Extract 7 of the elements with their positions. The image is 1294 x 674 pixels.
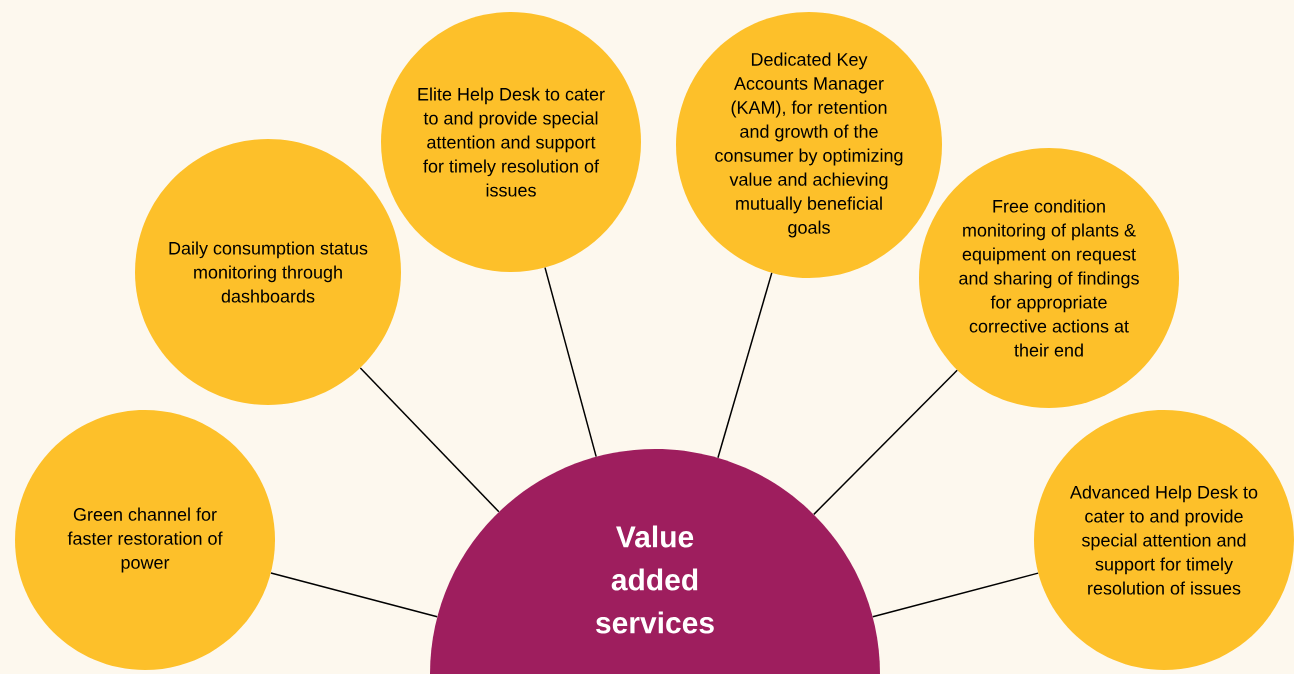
connector-line	[270, 572, 438, 618]
connector-line	[359, 367, 500, 513]
connector-line	[717, 272, 773, 459]
connector-line	[544, 266, 597, 458]
connector-line	[813, 369, 958, 516]
semicircle: Value added services	[430, 449, 880, 674]
connector-line	[872, 572, 1039, 618]
